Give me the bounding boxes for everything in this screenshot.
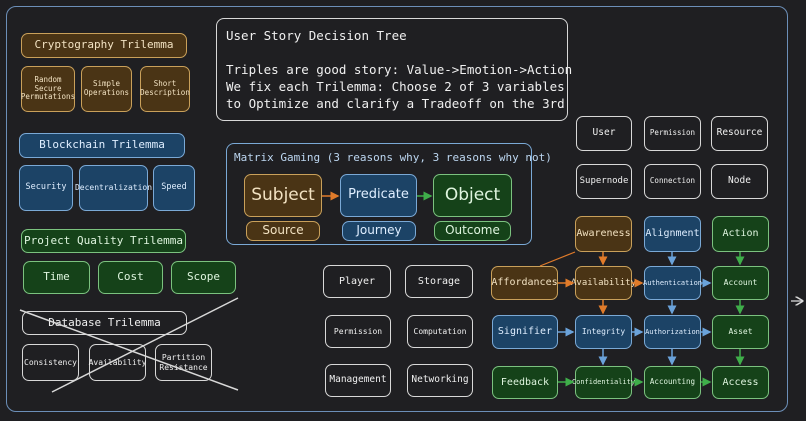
blockchain-trilemma-title[interactable]: Blockchain Trilemma xyxy=(19,133,185,158)
tree-authorization[interactable]: Authorization xyxy=(644,315,701,349)
matrix-gaming-frame xyxy=(226,143,532,245)
crypto-item-random-secure-permutations[interactable]: Random Secure Permutations xyxy=(21,66,75,112)
tree-feedback[interactable]: Feedback xyxy=(492,366,558,399)
matrix-source[interactable]: Source xyxy=(246,221,320,241)
tree-accounting[interactable]: Accounting xyxy=(644,366,701,399)
database-trilemma-title[interactable]: Database Trilemma xyxy=(22,311,187,335)
tree-affordances[interactable]: Affordances xyxy=(491,266,558,300)
grid-permission-right[interactable]: Permission xyxy=(644,116,701,151)
database-item-availability[interactable]: Availability xyxy=(89,344,146,381)
matrix-object[interactable]: Object xyxy=(433,174,512,217)
decision-tree-note: User Story Decision Tree Triples are goo… xyxy=(216,18,573,121)
note-line-2: We fix each Trilemma: Choose 2 of 3 vari… xyxy=(226,79,565,94)
grid-player[interactable]: Player xyxy=(323,265,391,298)
project-quality-trilemma-title[interactable]: Project Quality Trilemma xyxy=(21,229,186,253)
blockchain-item-speed[interactable]: Speed xyxy=(153,165,195,211)
grid-permission[interactable]: Permission xyxy=(325,315,391,348)
project-item-scope[interactable]: Scope xyxy=(171,261,236,294)
matrix-gaming-title: Matrix Gaming (3 reasons why, 3 reasons … xyxy=(234,151,552,164)
database-item-partition-resistance[interactable]: Partition Resistance xyxy=(155,344,212,381)
project-item-cost[interactable]: Cost xyxy=(98,261,163,294)
project-item-time[interactable]: Time xyxy=(23,261,90,294)
grid-user[interactable]: User xyxy=(576,116,632,151)
matrix-predicate[interactable]: Predicate xyxy=(340,174,417,217)
grid-connection[interactable]: Connection xyxy=(644,164,701,199)
tree-asset[interactable]: Asset xyxy=(712,315,769,349)
blockchain-item-security[interactable]: Security xyxy=(19,165,73,211)
note-title: User Story Decision Tree xyxy=(226,28,407,43)
crypto-item-simple-operations[interactable]: Simple Operations xyxy=(81,66,132,112)
tree-account[interactable]: Account xyxy=(712,266,769,300)
matrix-subject[interactable]: Subject xyxy=(244,174,322,217)
crypto-item-short-description[interactable]: Short Description xyxy=(140,66,190,112)
database-item-consistency[interactable]: Consistency xyxy=(22,344,79,381)
tree-availability[interactable]: Availability xyxy=(571,266,636,300)
tree-authentication[interactable]: Authentication xyxy=(643,266,702,300)
tree-access[interactable]: Access xyxy=(712,366,769,399)
tree-awareness[interactable]: Awareness xyxy=(575,216,632,252)
matrix-journey[interactable]: Journey xyxy=(342,221,416,241)
matrix-outcome[interactable]: Outcome xyxy=(434,221,511,241)
grid-node[interactable]: Node xyxy=(711,164,768,199)
blockchain-item-decentralization[interactable]: Decentralization xyxy=(75,165,152,211)
cryptography-trilemma-title[interactable]: Cryptography Trilemma xyxy=(21,33,187,58)
grid-supernode[interactable]: Supernode xyxy=(576,164,632,199)
canvas-frame xyxy=(6,6,788,412)
tree-confidentiality[interactable]: Confidentiality xyxy=(572,366,635,399)
grid-storage[interactable]: Storage xyxy=(405,265,473,298)
tree-signifier[interactable]: Signifier xyxy=(492,315,558,349)
note-line-3: to Optimize and clarify a Tradeoff on th… xyxy=(226,96,565,111)
note-line-1: Triples are good story: Value->Emotion->… xyxy=(226,62,573,77)
grid-networking[interactable]: Networking xyxy=(407,364,473,397)
tree-action[interactable]: Action xyxy=(712,216,769,252)
grid-computation[interactable]: Computation xyxy=(407,315,473,348)
grid-management[interactable]: Management xyxy=(325,364,391,397)
tree-integrity[interactable]: Integrity xyxy=(575,315,632,349)
tree-alignment[interactable]: Alignment xyxy=(644,216,701,252)
grid-resource[interactable]: Resource xyxy=(711,116,768,151)
